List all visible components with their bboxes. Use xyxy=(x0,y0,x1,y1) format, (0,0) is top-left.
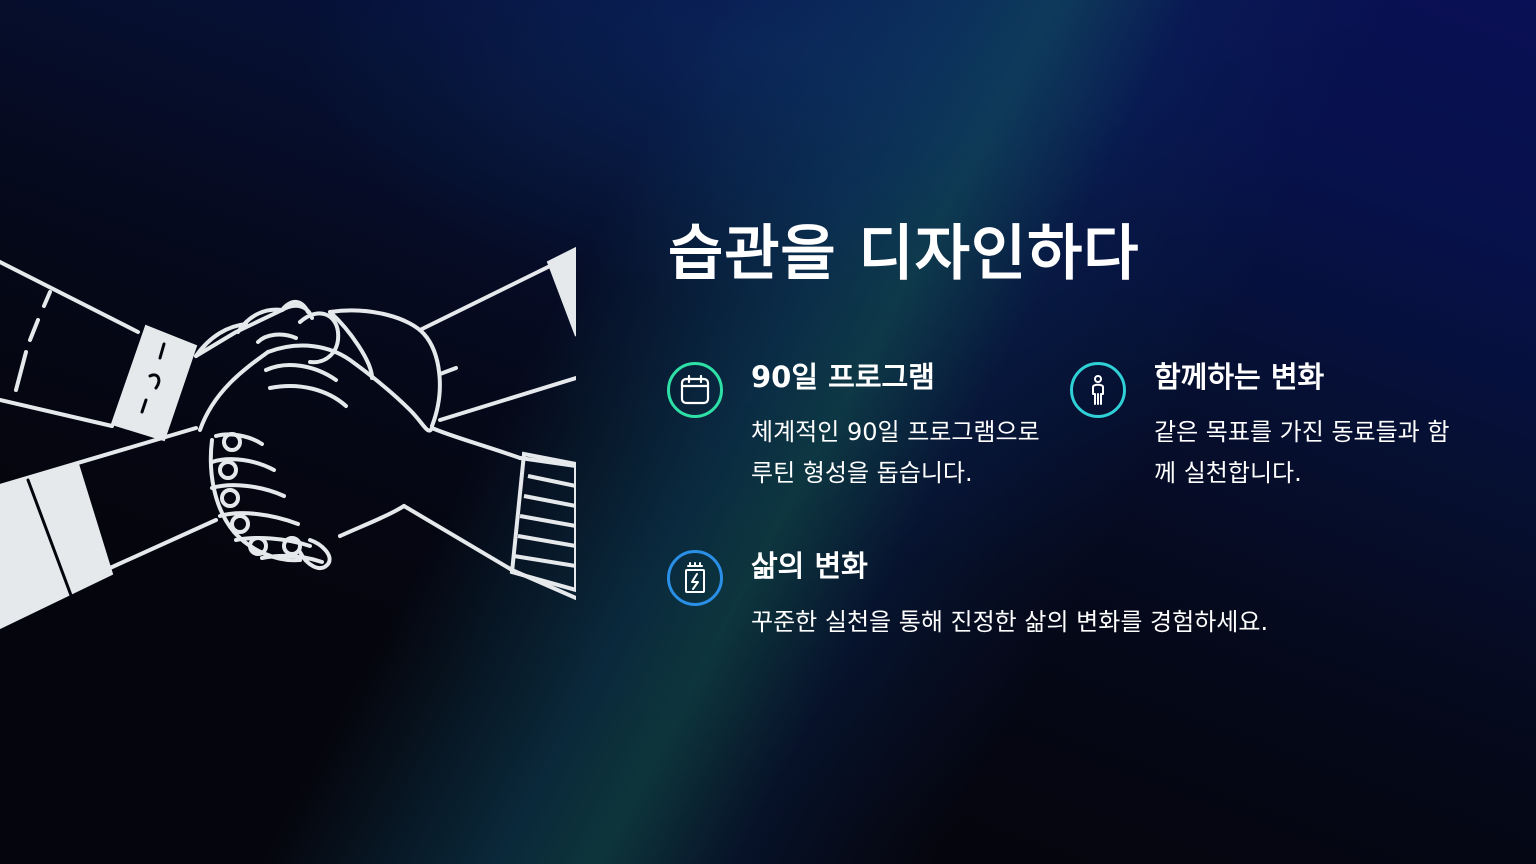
feature-description-life: 꾸준한 실천을 통해 진정한 삶의 변화를 경험하세요. xyxy=(751,608,1269,636)
feature-description-together: 같은 목표를 가진 동료들과 함께 실천합니다. xyxy=(1154,418,1450,487)
feature-title-life: 삶의 변화 xyxy=(751,549,868,583)
feature-title-together: 함께하는 변화 xyxy=(1154,360,1325,394)
feature-description-program: 체계적인 90일 프로그램으로 루틴 형성을 돕습니다. xyxy=(751,418,1040,487)
person-icon xyxy=(1070,362,1126,418)
feature-title-program: 90일 프로그램 xyxy=(751,360,935,394)
handshake-illustration xyxy=(0,246,576,630)
background-glow xyxy=(300,0,1200,300)
slide-title: 습관을 디자인하다 xyxy=(668,219,1140,289)
calendar-icon xyxy=(667,362,723,418)
battery-charge-icon xyxy=(667,550,723,606)
